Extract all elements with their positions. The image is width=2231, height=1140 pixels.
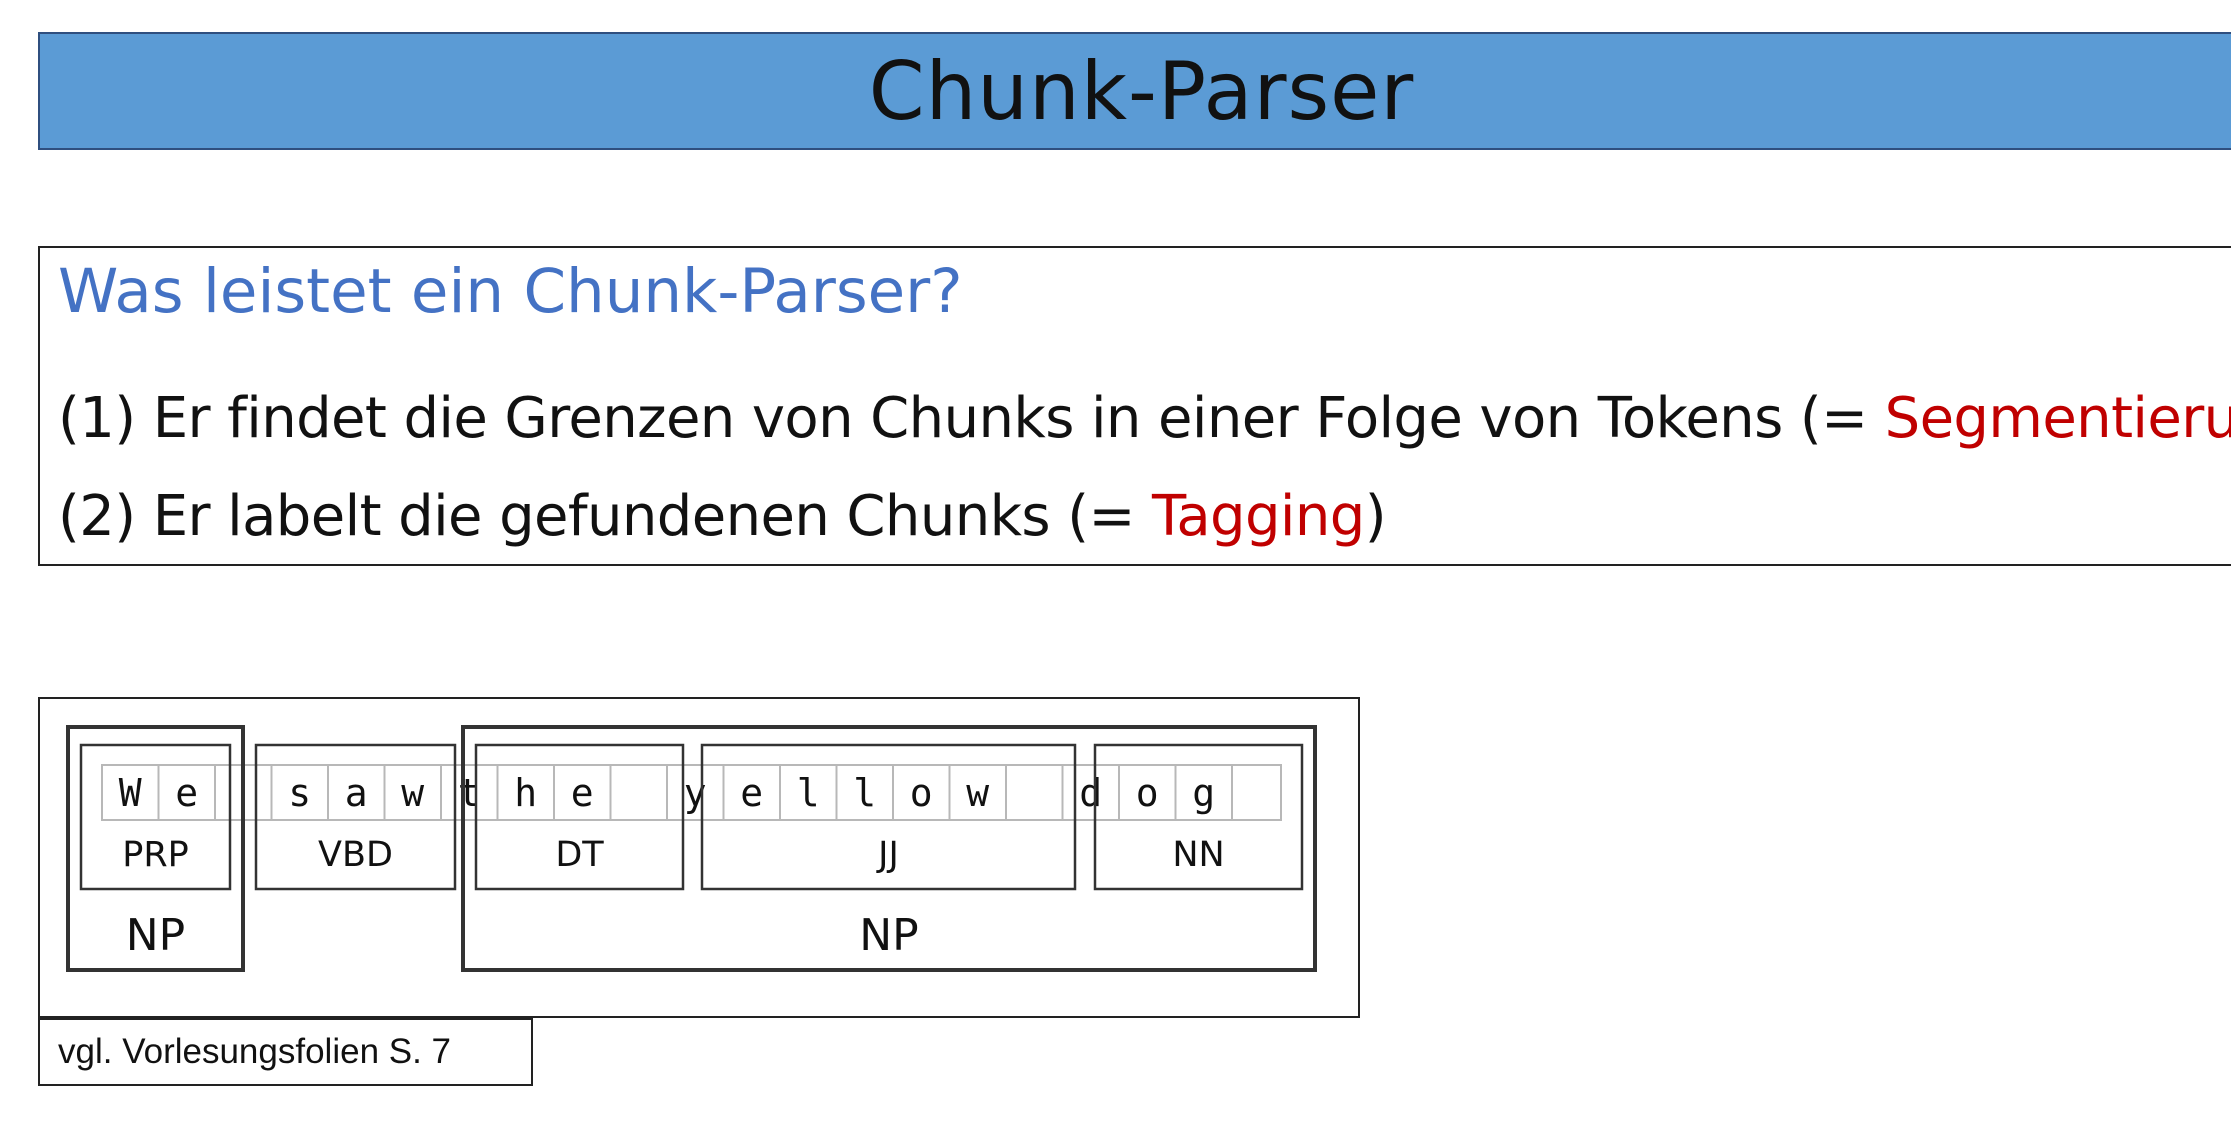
chunk-label: NP: [126, 910, 185, 961]
token-box: [79, 743, 232, 891]
pos-tag-label: JJ: [876, 835, 899, 875]
token-letter: w: [401, 771, 424, 815]
point-segmentation: (1) Er findet die Grenzen von Chunks in …: [58, 386, 2231, 451]
pos-tag-label: NN: [1172, 835, 1224, 875]
pos-tag-label: VBD: [318, 835, 393, 875]
point-tagging: (2) Er labelt die gefundenen Chunks (= T…: [58, 484, 1387, 549]
token-letter: e: [571, 771, 594, 815]
token-letter: s: [288, 771, 311, 815]
chunk-box: [66, 725, 245, 972]
source-caption: vgl. Vorlesungsfolien S. 7: [38, 1018, 533, 1086]
token-box: [254, 743, 457, 891]
caption-text: vgl. Vorlesungsfolien S. 7: [58, 1032, 452, 1071]
token-letter: o: [1136, 771, 1159, 815]
question-heading: Was leistet ein Chunk-Parser?: [58, 256, 963, 327]
point-text: (1) Er findet die Grenzen von Chunks in …: [58, 386, 1885, 451]
highlight-term: Segmentierung: [1884, 386, 2231, 451]
token-letter: o: [910, 771, 933, 815]
pos-tag-label: DT: [555, 835, 604, 875]
token-letter: g: [1192, 771, 1215, 815]
chunk-box: [461, 725, 1317, 972]
token-letter: l: [797, 771, 820, 815]
slide-title: Chunk-Parser: [868, 44, 1415, 138]
letter-strip: [101, 764, 1282, 821]
point-text: (2) Er labelt die gefundenen Chunks (=: [58, 484, 1152, 549]
token-letter: y: [684, 771, 707, 815]
token-letter: w: [966, 771, 989, 815]
pos-tag-label: PRP: [122, 835, 189, 875]
token-letter: e: [175, 771, 198, 815]
chunk-label: NP: [859, 910, 918, 961]
token-letter: a: [345, 771, 368, 815]
content-box: Was leistet ein Chunk-Parser? (1) Er fin…: [38, 246, 2231, 566]
highlight-term: Tagging: [1151, 484, 1365, 549]
token-box: [700, 743, 1077, 891]
token-letter: e: [740, 771, 763, 815]
point-text-end: ): [1364, 484, 1387, 549]
token-letter: h: [514, 771, 537, 815]
token-letter: l: [853, 771, 876, 815]
token-letter: W: [119, 771, 142, 815]
token-box: [1093, 743, 1304, 891]
token-box: [474, 743, 685, 891]
title-bar: Chunk-Parser: [38, 32, 2231, 150]
token-letter: d: [1079, 771, 1102, 815]
